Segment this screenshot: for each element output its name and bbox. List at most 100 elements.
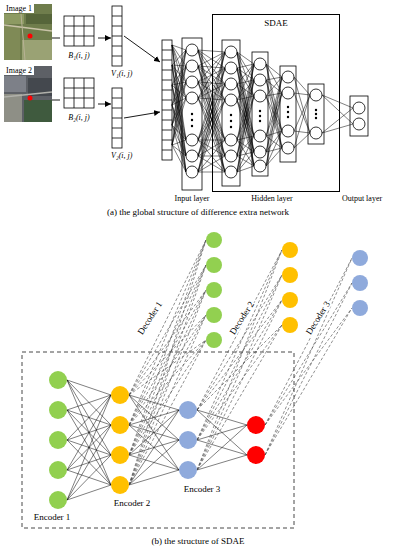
ellipsis-dot <box>230 126 232 128</box>
encoder-label: Encoder 3 <box>184 484 221 494</box>
encoder-link <box>67 395 111 440</box>
weight-link <box>237 64 254 156</box>
neuron <box>49 461 67 479</box>
encoder-link <box>67 425 111 500</box>
weight-link <box>237 52 254 166</box>
layer-label: Output layer <box>342 194 382 203</box>
ellipsis-dot <box>191 113 193 115</box>
neuron <box>206 307 222 323</box>
weight-link <box>237 96 254 100</box>
input-link <box>172 45 186 172</box>
decoder-link <box>197 250 282 440</box>
weight-link <box>237 80 254 100</box>
neuron <box>206 282 222 298</box>
connector <box>98 38 111 39</box>
ellipsis-dot <box>287 116 289 118</box>
decoder-link <box>197 275 282 470</box>
feature-vector: V₁(i, j) <box>111 4 151 78</box>
weight-link <box>237 52 254 152</box>
node-label: Image 2 <box>4 66 34 75</box>
neuron <box>111 446 129 464</box>
encoder-link <box>197 425 247 440</box>
decoder-link <box>197 325 282 410</box>
neuron <box>186 44 198 56</box>
network-neurons <box>49 44 368 509</box>
node-label: B₁(i, j) <box>68 51 89 60</box>
neuron <box>282 142 294 154</box>
input-link <box>172 82 186 145</box>
connector <box>52 100 60 101</box>
weight-link <box>322 95 353 108</box>
weight-link <box>266 148 282 166</box>
layer-label: Hidden layer <box>251 194 293 203</box>
neuron <box>282 242 298 258</box>
weight-link <box>266 77 282 166</box>
decoder-link <box>197 275 282 440</box>
input-link <box>172 145 186 172</box>
neuron <box>310 127 322 139</box>
input-link <box>172 50 186 85</box>
neuron <box>186 76 198 88</box>
feature-vector: V₂(i, j) <box>111 86 151 160</box>
node-label: Image 1 <box>4 4 34 13</box>
weight-link <box>237 64 254 172</box>
weight-link <box>237 136 254 172</box>
encoder-label: Encoder 2 <box>114 498 151 508</box>
weight-link <box>237 136 254 140</box>
input-link <box>172 45 186 50</box>
encoder-link <box>129 410 179 485</box>
neuron <box>352 300 368 316</box>
weight-link <box>266 77 282 136</box>
weight-link <box>266 136 282 148</box>
input-link <box>172 145 186 156</box>
weight-link <box>266 93 282 166</box>
encoder-link <box>67 395 111 470</box>
decoder-link <box>265 258 352 425</box>
neuron <box>353 102 365 114</box>
satellite-image <box>4 66 52 122</box>
weight-link <box>237 152 254 172</box>
decoder-link <box>265 258 352 455</box>
encoder-link <box>67 380 111 485</box>
input-link <box>172 140 186 145</box>
node-label: V₁(i, j) <box>111 69 132 78</box>
encoder-link <box>67 395 111 500</box>
image-panel: Image 2 <box>4 66 52 122</box>
encoder-link <box>67 380 111 395</box>
decoder-link <box>197 250 282 410</box>
input-link <box>172 66 186 145</box>
connector <box>98 104 111 105</box>
neuron <box>352 275 368 291</box>
decoder-link <box>129 340 206 455</box>
decoder-link <box>197 325 282 440</box>
decoder-link <box>129 315 206 485</box>
satellite-image <box>4 4 52 60</box>
neuron <box>282 71 294 83</box>
neuron <box>206 332 222 348</box>
encoder-link <box>67 455 111 500</box>
ellipsis-dot <box>191 125 193 127</box>
ellipsis-dot <box>287 106 289 108</box>
decoder-label: Decoder 2 <box>227 299 257 338</box>
neuron <box>310 89 322 101</box>
node-label: SDAE <box>264 18 288 28</box>
pixel-grid: B₁(i, j) <box>60 16 98 60</box>
encoder-link <box>67 485 111 500</box>
connector <box>52 38 60 39</box>
neuron <box>186 134 198 146</box>
encoder-frame <box>22 352 294 528</box>
neuron <box>254 74 266 86</box>
decoder-link <box>129 240 206 455</box>
weight-link <box>294 95 310 131</box>
weight-link <box>237 80 254 172</box>
decoder-link <box>129 290 206 395</box>
encoder-link <box>197 425 247 470</box>
pixel-grid: B₂(i, j) <box>60 78 98 122</box>
weight-link <box>322 108 353 133</box>
weight-link <box>266 64 282 148</box>
input-link <box>172 50 186 145</box>
weight-link <box>294 133 310 148</box>
neuron <box>206 257 222 273</box>
neuron <box>225 150 237 162</box>
neuron <box>247 416 265 434</box>
